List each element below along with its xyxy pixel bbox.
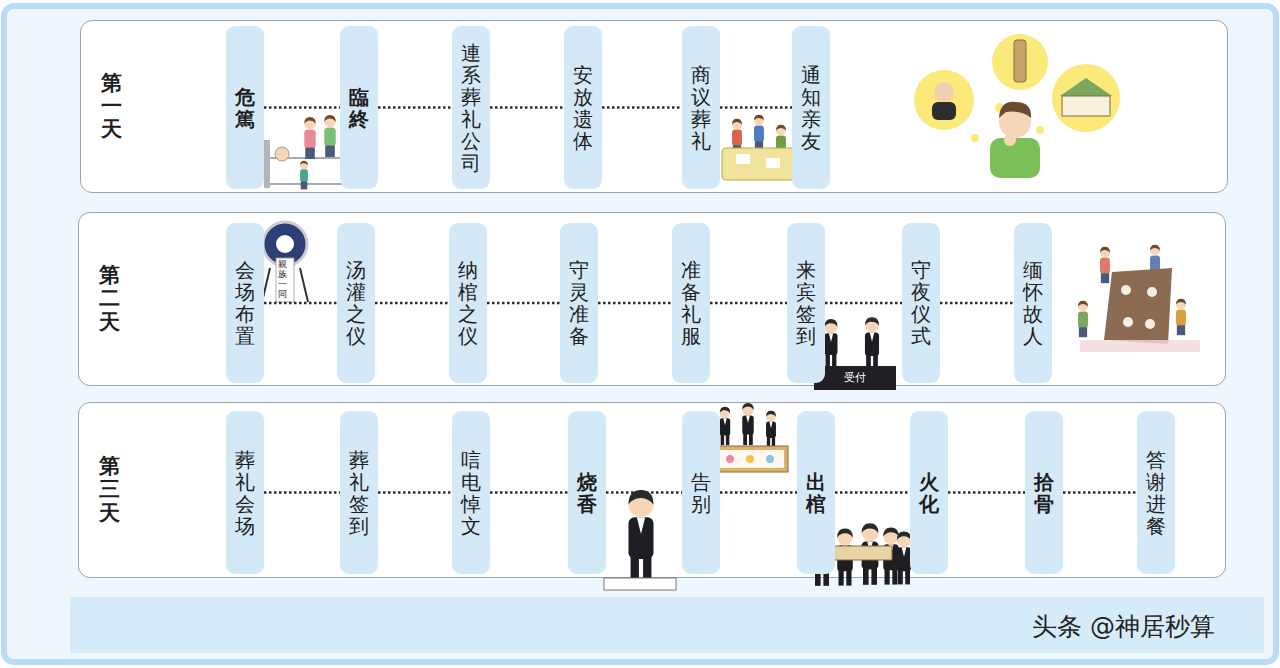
step-text: 来宾签到 [796, 259, 816, 347]
dotted-connector [264, 106, 340, 109]
step-text: 危篤 [235, 86, 255, 130]
step-pill: 唁电悼文 [452, 411, 490, 574]
funeral-wreath [262, 222, 308, 302]
step-pill: 商议葬礼 [682, 26, 720, 189]
dotted-connector [710, 302, 787, 305]
outer-frame [4, 6, 1276, 662]
dotted-connector [835, 491, 910, 494]
step-text: 葬礼签到 [349, 449, 369, 537]
dotted-connector [490, 491, 568, 494]
step-text: 拾骨 [1034, 471, 1054, 515]
dotted-connector [948, 491, 1025, 494]
step-text: 缅怀故人 [1023, 259, 1043, 347]
step-pill: 准备礼服 [672, 223, 710, 383]
step-pill: 答谢进餐 [1137, 411, 1175, 574]
step-pill: 出棺 [797, 411, 835, 574]
dotted-connector [825, 302, 902, 305]
dotted-connector [490, 106, 564, 109]
step-text: 汤灌之仪 [346, 259, 366, 347]
dotted-connector [606, 491, 682, 494]
step-text: 会场布置 [235, 259, 255, 347]
day-label: 第三天 [99, 455, 120, 524]
day-label: 第二天 [99, 264, 120, 333]
bedside-scene [264, 115, 346, 189]
step-text: 纳棺之仪 [458, 259, 478, 347]
step-text: 通知亲友 [801, 64, 821, 152]
step-pill: 拾骨 [1025, 411, 1063, 574]
step-pill: 通知亲友 [792, 26, 830, 189]
step-text: 商议葬礼 [691, 64, 711, 152]
step-pill: 安放遗体 [564, 26, 602, 189]
meeting-scene [722, 115, 802, 180]
wreath-text: 親族一同 [278, 260, 287, 300]
dotted-connector [720, 106, 792, 109]
dotted-connector [264, 302, 337, 305]
dotted-connector [940, 302, 1014, 305]
step-pill: 臨終 [340, 26, 378, 189]
step-pill: 連系葬礼公司 [452, 26, 490, 189]
dinner-scene [1078, 245, 1200, 352]
step-pill: 缅怀故人 [1014, 223, 1052, 383]
dotted-connector [487, 302, 560, 305]
step-text: 出棺 [806, 471, 826, 515]
incense-scene [604, 490, 676, 590]
step-text: 守灵准备 [569, 259, 589, 347]
pallbearers [814, 523, 912, 586]
day-panel: 会场布置 汤灌之仪 纳棺之仪 守灵准备 准备礼服 来宾签到 守夜仪式 缅怀故人 第二天 [78, 212, 1226, 386]
step-pill: 烧香 [568, 411, 606, 574]
day-label-holder: 第三天 [87, 403, 131, 577]
step-text: 准备礼服 [681, 259, 701, 347]
step-pill: 葬礼签到 [340, 411, 378, 574]
step-pill: 危篤 [226, 26, 264, 189]
step-pill: 会场布置 [226, 223, 264, 383]
step-pill: 来宾签到 [787, 223, 825, 383]
dotted-connector [598, 302, 672, 305]
step-text: 守夜仪式 [911, 259, 931, 347]
dotted-connector [375, 302, 449, 305]
day-label-holder: 第二天 [87, 213, 131, 385]
step-text: 告别 [691, 471, 711, 515]
step-text: 火化 [919, 471, 939, 515]
reception-scene [814, 317, 896, 390]
step-pill: 汤灌之仪 [337, 223, 375, 383]
step-text: 葬礼会场 [235, 449, 255, 537]
step-pill: 守夜仪式 [902, 223, 940, 383]
step-text: 臨終 [349, 86, 369, 130]
step-text: 安放遗体 [573, 64, 593, 152]
thinking-man [914, 34, 1120, 178]
watermark: 头条 @神居秒算 [1032, 612, 1215, 642]
dotted-connector [720, 491, 797, 494]
dotted-connector [264, 491, 340, 494]
day-label-holder: 第一天 [89, 21, 133, 192]
dotted-connector [1063, 491, 1137, 494]
dotted-connector [378, 491, 452, 494]
step-text: 烧香 [577, 471, 597, 515]
step-text: 答谢进餐 [1146, 449, 1166, 537]
step-pill: 守灵准备 [560, 223, 598, 383]
dotted-connector [378, 106, 452, 109]
desk-sign: 受付 [844, 371, 866, 384]
bottom-band [70, 597, 1264, 653]
step-text: 唁电悼文 [461, 449, 481, 537]
step-pill: 告别 [682, 411, 720, 574]
farewell-scene [712, 403, 788, 472]
step-text: 連系葬礼公司 [461, 42, 481, 174]
step-pill: 葬礼会场 [226, 411, 264, 574]
step-pill: 纳棺之仪 [449, 223, 487, 383]
dotted-connector [602, 106, 682, 109]
day-label: 第一天 [101, 72, 122, 141]
step-pill: 火化 [910, 411, 948, 574]
